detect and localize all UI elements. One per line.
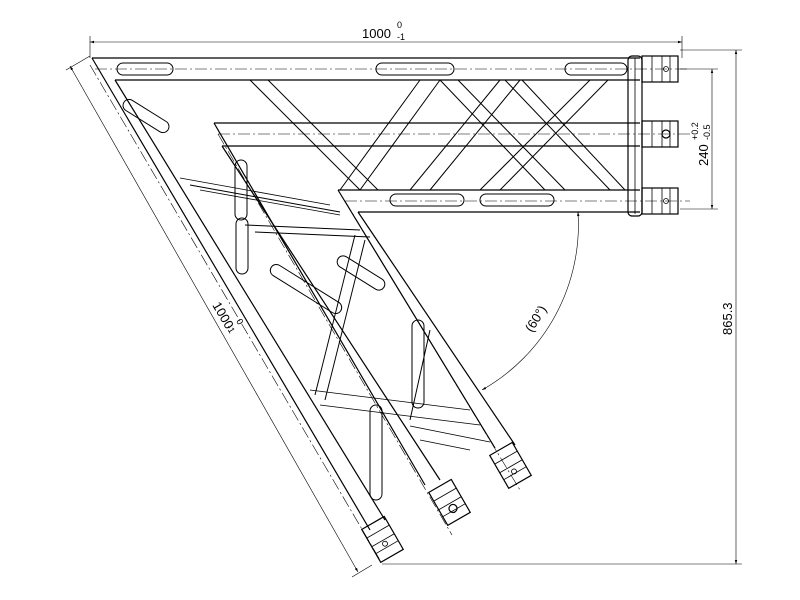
connector-lower-middle bbox=[427, 478, 472, 527]
dimension-top-length: 1000 0 -1 bbox=[89, 20, 683, 58]
connector-middle bbox=[641, 120, 679, 148]
connector-top bbox=[641, 55, 679, 83]
diagonal-truss bbox=[89, 57, 521, 561]
horizontal-truss bbox=[92, 55, 690, 217]
truss-width-value: 240 bbox=[696, 144, 711, 166]
truss-width-upper-tol: +0.2 bbox=[690, 122, 700, 140]
connector-lower-left bbox=[360, 515, 405, 564]
top-length-upper-tol: 0 bbox=[397, 20, 402, 30]
dimension-truss-width: 240 +0.2 -0.5 bbox=[680, 68, 718, 210]
connector-lower-right bbox=[488, 441, 533, 490]
top-length-value: 1000 bbox=[362, 26, 391, 41]
dimension-height: 865.3 bbox=[382, 49, 742, 565]
side-length-upper-tol: 0 bbox=[234, 317, 245, 326]
angle-value: (60°) bbox=[522, 303, 550, 335]
connector-bottom bbox=[641, 187, 679, 215]
dimension-angle: (60°) bbox=[481, 211, 580, 391]
top-length-lower-tol: -1 bbox=[397, 32, 405, 42]
truss-width-lower-tol: -0.5 bbox=[702, 124, 712, 140]
side-length-lower-tol: -1 bbox=[224, 323, 237, 335]
height-value: 865.3 bbox=[720, 302, 735, 335]
